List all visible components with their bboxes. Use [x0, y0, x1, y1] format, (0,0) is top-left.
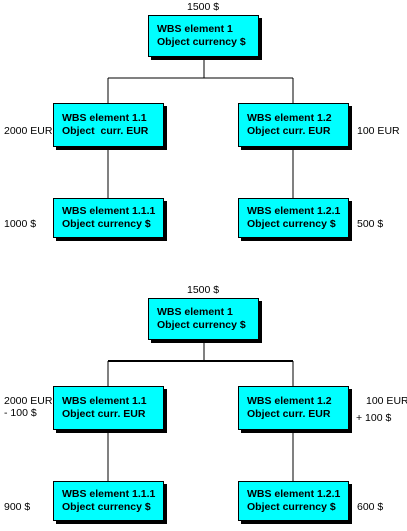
left-adjustment-label: - 100 $	[4, 407, 37, 419]
wbs-node-1-2-1[interactable]: WBS element 1.2.1 Object currency $	[238, 481, 349, 521]
left-amount-label: 2000 EUR	[4, 125, 53, 137]
right-child-amount-label: 500 $	[357, 218, 384, 230]
node-title: WBS element 1.1.1	[62, 488, 156, 500]
root-amount-label: 1500 $	[187, 284, 220, 296]
node-subtitle: Object currency $	[247, 501, 336, 513]
node-title: WBS element 1	[157, 23, 233, 35]
wbs-node-1-1-1[interactable]: WBS element 1.1.1 Object currency $	[53, 198, 164, 238]
right-child-amount-label: 600 $	[357, 501, 384, 513]
right-amount-label: 100 EUR	[357, 125, 400, 137]
left-child-amount-label: 1000 $	[4, 218, 37, 230]
node-subtitle: Object currency $	[157, 36, 246, 48]
node-subtitle: Object currency $	[247, 218, 336, 230]
right-amount-label: 100 EUR	[366, 395, 407, 407]
wbs-node-1-1-1[interactable]: WBS element 1.1.1 Object currency $	[53, 481, 164, 521]
wbs-node-1-2-1[interactable]: WBS element 1.2.1 Object currency $	[238, 198, 349, 238]
wbs-node-root[interactable]: WBS element 1 Object currency $	[148, 15, 259, 57]
left-child-amount-label: 900 $	[4, 501, 31, 513]
wbs-node-root[interactable]: WBS element 1 Object currency $	[148, 298, 259, 340]
root-amount-label: 1500 $	[187, 1, 220, 13]
wbs-node-1-1[interactable]: WBS element 1.1 Object curr. EUR	[53, 103, 164, 147]
node-title: WBS element 1.1	[62, 112, 147, 124]
node-title: WBS element 1.2	[247, 112, 332, 124]
wbs-node-1-2[interactable]: WBS element 1.2 Object curr. EUR	[238, 103, 349, 147]
right-adjustment-label: + 100 $	[356, 412, 392, 424]
node-title: WBS element 1.2	[247, 395, 332, 407]
node-title: WBS element 1.1.1	[62, 205, 156, 217]
node-subtitle: Object curr. EUR	[247, 125, 331, 137]
node-subtitle: Object currency $	[62, 501, 151, 513]
node-subtitle: Object curr. EUR	[62, 408, 146, 420]
node-subtitle: Object currency $	[62, 218, 151, 230]
wbs-node-1-1[interactable]: WBS element 1.1 Object curr. EUR	[53, 386, 164, 430]
node-title: WBS element 1.1	[62, 395, 147, 407]
node-title: WBS element 1.2.1	[247, 488, 341, 500]
node-subtitle: Object curr. EUR	[247, 408, 331, 420]
left-amount-label: 2000 EUR	[4, 395, 53, 407]
node-subtitle: Object currency $	[157, 319, 246, 331]
node-title: WBS element 1	[157, 306, 233, 318]
node-title: WBS element 1.2.1	[247, 205, 341, 217]
wbs-node-1-2[interactable]: WBS element 1.2 Object curr. EUR	[238, 386, 349, 430]
node-subtitle: Object curr. EUR	[62, 125, 149, 137]
